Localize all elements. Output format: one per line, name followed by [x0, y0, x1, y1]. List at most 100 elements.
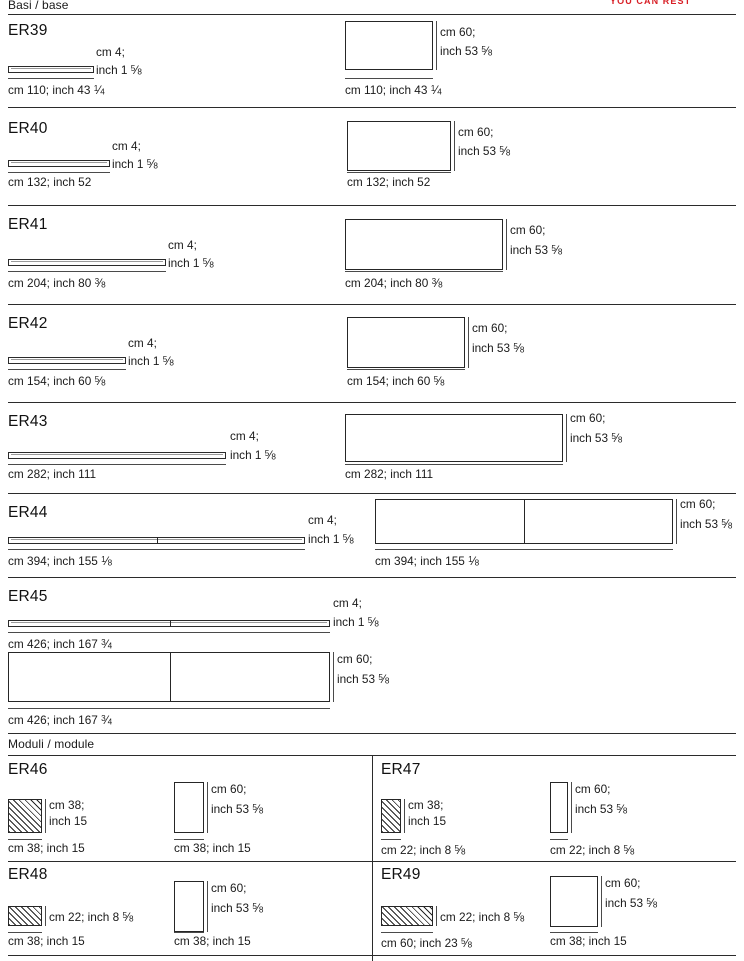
product-code-er45: ER45 [8, 588, 48, 605]
er39-front-width-label: cm 110; inch 43 1⁄4 [345, 83, 442, 98]
er44-front-width-measure [375, 549, 673, 550]
er45-width-label: cm 426; inch 167 3⁄4 [8, 637, 113, 652]
er43-thickness-inch: inch 1 5⁄8 [230, 448, 276, 463]
er40-depth-inch: inch 53 5⁄8 [458, 144, 511, 159]
er42-front-width-measure [347, 369, 465, 370]
er42-width-measure [8, 369, 126, 370]
er42-depth-measure [468, 317, 469, 368]
product-code-er39: ER39 [8, 22, 48, 39]
er40-front-width-label: cm 132; inch 52 [347, 175, 431, 189]
er43-front-drawing [345, 414, 563, 462]
er43-front-width-measure [345, 464, 563, 465]
er42-depth-inch: inch 53 5⁄8 [472, 341, 525, 356]
er47-side-inch: inch 15 [408, 814, 447, 828]
er44-thickness-cm: cm 4; [308, 513, 337, 527]
er49-side-base-label: cm 60; inch 23 5⁄8 [381, 936, 473, 951]
er43-width-measure [8, 464, 226, 465]
er41-depth-inch: inch 53 5⁄8 [510, 243, 563, 258]
er47-side-drawing [381, 799, 401, 833]
er46-side-inch: inch 15 [49, 814, 88, 828]
er47-front-base-label: cm 22; inch 8 5⁄8 [550, 843, 635, 858]
er49-depth-cm: cm 60; [605, 876, 641, 890]
er41-width-label: cm 204; inch 80 3⁄8 [8, 276, 106, 291]
er41-thickness-cm: cm 4; [168, 238, 197, 252]
er43-width-label: cm 282; inch 111 [8, 467, 97, 481]
product-code-er48: ER48 [8, 866, 48, 883]
er43-profile-drawing [8, 452, 226, 459]
er39-thickness-inch: inch 1 5⁄8 [96, 63, 142, 78]
er42-front-width-label: cm 154; inch 60 5⁄8 [347, 374, 445, 389]
er44-front-width-label: cm 394; inch 155 1⁄8 [375, 554, 480, 569]
er42-depth-cm: cm 60; [472, 321, 508, 335]
er39-width-label: cm 110; inch 43 1⁄4 [8, 83, 105, 98]
brand-text: YOU CAN REST [610, 0, 692, 6]
er45-depth-cm: cm 60; [337, 652, 373, 666]
er41-profile-drawing [8, 259, 166, 266]
er48-side-drawing [8, 906, 42, 926]
er48-side-label: cm 22; inch 8 5⁄8 [49, 910, 134, 925]
er40-front-drawing [347, 121, 451, 171]
er49-side-label: cm 22; inch 8 5⁄8 [440, 910, 525, 925]
product-code-er40: ER40 [8, 120, 48, 137]
er48-front-measure [207, 881, 208, 932]
er44-depth-inch: inch 53 5⁄8 [680, 517, 733, 532]
er42-front-drawing [347, 317, 465, 368]
row-rule-er43 [8, 493, 736, 494]
row-rule-er41 [8, 304, 736, 305]
er44-depth-measure [676, 499, 677, 544]
er42-thickness-inch: inch 1 5⁄8 [128, 354, 174, 369]
er49-front-drawing [550, 876, 598, 927]
er48-depth-cm: cm 60; [211, 881, 247, 895]
product-code-er41: ER41 [8, 216, 48, 233]
row-rule-er44 [8, 577, 736, 578]
er49-front-base-measure [550, 932, 598, 933]
er47-front-measure [571, 782, 572, 833]
product-code-er43: ER43 [8, 413, 48, 430]
er46-front-drawing [174, 782, 204, 833]
er48-front-base-label: cm 38; inch 15 [174, 934, 251, 948]
er40-thickness-inch: inch 1 5⁄8 [112, 157, 158, 172]
er47-side-measure [404, 799, 405, 833]
er45-depth-measure [333, 652, 334, 702]
er41-depth-cm: cm 60; [510, 223, 546, 237]
product-code-er42: ER42 [8, 315, 48, 332]
er41-front-width-measure [345, 271, 503, 272]
er49-front-measure [601, 876, 602, 927]
er48-side-base-label: cm 38; inch 15 [8, 934, 85, 948]
product-code-er47: ER47 [381, 761, 421, 778]
er39-thickness-cm: cm 4; [96, 45, 125, 59]
er45-front-drawing [8, 652, 330, 702]
er49-depth-inch: inch 53 5⁄8 [605, 896, 658, 911]
er40-front-width-measure [347, 172, 451, 173]
er46-side-drawing [8, 799, 42, 833]
er39-profile-drawing [8, 66, 94, 73]
er46-side-cm: cm 38; [49, 798, 85, 812]
er46-side-measure [45, 799, 46, 833]
er46-front-measure [207, 782, 208, 833]
row-rule-er40 [8, 205, 736, 206]
er47-front-base-measure [550, 839, 568, 840]
er46-side-base-measure [8, 839, 42, 840]
product-code-er44: ER44 [8, 504, 48, 521]
er39-front-width-measure [345, 78, 433, 79]
er45-profile-split [170, 620, 171, 627]
er45-front-width-label: cm 426; inch 167 3⁄4 [8, 713, 113, 728]
module-row-rule [8, 861, 736, 862]
er48-front-base-measure [174, 932, 204, 933]
er42-width-label: cm 154; inch 60 5⁄8 [8, 374, 106, 389]
er45-width-measure [8, 632, 330, 633]
er49-side-base-measure [381, 932, 433, 933]
er45-thickness-inch: inch 1 5⁄8 [333, 615, 379, 630]
er47-depth-inch: inch 53 5⁄8 [575, 802, 628, 817]
er40-thickness-cm: cm 4; [112, 139, 141, 153]
er41-front-drawing [345, 219, 503, 270]
section-caption-basi: Basi / base [8, 0, 69, 12]
er47-side-base-measure [381, 839, 401, 840]
er45-profile-drawing [8, 620, 330, 627]
er49-side-drawing [381, 906, 433, 926]
er45-front-width-measure [8, 708, 330, 709]
er40-width-measure [8, 172, 110, 173]
er45-front-split [170, 652, 171, 702]
er48-side-measure [45, 906, 46, 926]
er44-profile-drawing [8, 537, 305, 544]
